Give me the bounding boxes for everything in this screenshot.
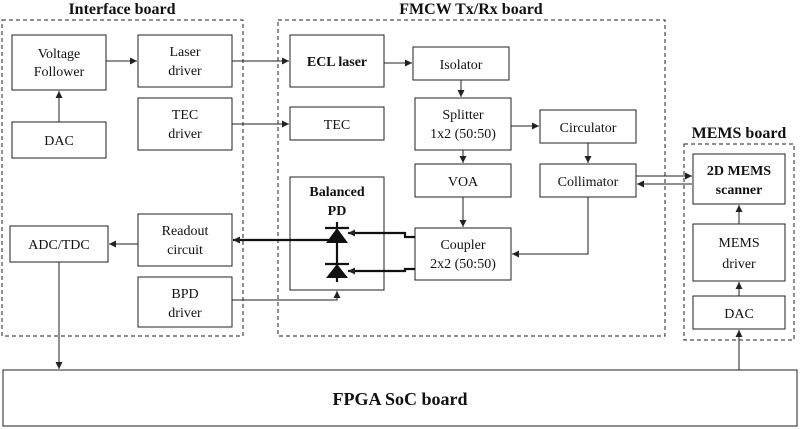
bpd-driver-block: BPD driver — [137, 276, 233, 328]
fmcw-board-region — [277, 19, 666, 337]
dac-right-block: DAC — [692, 295, 786, 330]
svg-text:scanner: scanner — [716, 183, 763, 198]
svg-text:TEC: TEC — [172, 108, 198, 123]
svg-text:Circulator: Circulator — [560, 121, 617, 136]
isolator-block: Isolator — [412, 46, 510, 81]
svg-text:Splitter: Splitter — [442, 108, 484, 123]
voltage-follower-block: Voltage Follower — [11, 34, 107, 91]
svg-text:1x2 (50:50): 1x2 (50:50) — [430, 127, 496, 142]
svg-text:circuit: circuit — [167, 243, 203, 258]
svg-text:Coupler: Coupler — [440, 238, 485, 253]
svg-text:driver: driver — [168, 64, 202, 79]
svg-text:Isolator: Isolator — [440, 58, 483, 73]
interface-board-region — [1, 19, 244, 337]
svg-text:TEC: TEC — [324, 118, 350, 133]
mems-board-title: MEMS board — [692, 125, 787, 142]
svg-text:driver: driver — [168, 127, 202, 142]
readout-circuit-block: Readout circuit — [137, 213, 233, 267]
ecl-laser-block: ECL laser — [289, 34, 385, 88]
svg-text:Balanced: Balanced — [309, 185, 364, 200]
svg-text:DAC: DAC — [724, 307, 754, 322]
svg-text:Follower: Follower — [34, 65, 85, 80]
connections — [55, 57, 743, 370]
svg-text:BPD: BPD — [171, 287, 198, 302]
fpga-soc-board-label: FPGA SoC board — [332, 389, 467, 409]
splitter-block: Splitter 1x2 (50:50) — [414, 97, 512, 151]
coupler-block: Coupler 2x2 (50:50) — [414, 227, 512, 281]
mems-scanner-block: 2D MEMS scanner — [692, 153, 786, 205]
mems-driver-block: MEMS driver — [692, 223, 786, 282]
svg-text:ADC/TDC: ADC/TDC — [28, 238, 89, 253]
svg-text:2x2 (50:50): 2x2 (50:50) — [430, 257, 496, 272]
fpga-soc-board — [2, 369, 798, 427]
svg-text:VOA: VOA — [448, 175, 479, 190]
svg-text:ECL laser: ECL laser — [307, 55, 367, 70]
svg-text:Voltage: Voltage — [38, 47, 81, 62]
svg-text:PD: PD — [328, 204, 347, 219]
voa-block: VOA — [414, 163, 512, 198]
svg-text:2D MEMS: 2D MEMS — [707, 164, 771, 179]
tec-block: TEC — [289, 106, 385, 141]
dac-left-block: DAC — [11, 121, 107, 159]
svg-text:Laser: Laser — [169, 45, 200, 60]
svg-text:Collimator: Collimator — [558, 175, 619, 190]
interface-board-title: Interface board — [68, 1, 175, 18]
svg-text:MEMS: MEMS — [718, 236, 759, 251]
svg-text:DAC: DAC — [44, 134, 74, 149]
svg-text:Readout: Readout — [162, 224, 209, 239]
circulator-block: Circulator — [539, 109, 637, 144]
svg-text:driver: driver — [168, 306, 202, 321]
tec-driver-block: TEC driver — [137, 97, 233, 151]
fmcw-board-title: FMCW Tx/Rx board — [399, 1, 543, 18]
svg-text:driver: driver — [722, 257, 756, 272]
laser-driver-block: Laser driver — [137, 34, 233, 88]
adc-tdc-block: ADC/TDC — [9, 225, 109, 263]
collimator-block: Collimator — [539, 163, 637, 198]
